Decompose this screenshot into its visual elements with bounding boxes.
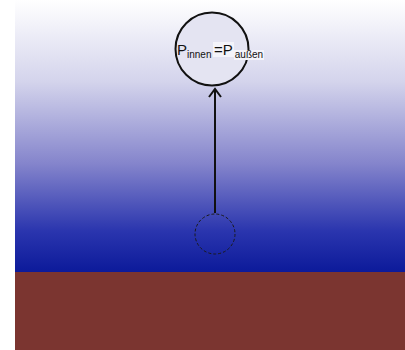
pressure-subscript: außen [234,50,264,60]
pressure-symbol: P [177,42,187,57]
rise-arrowhead [209,89,221,97]
start-bubble [195,214,235,254]
ground [15,272,405,350]
pressure-subscript: innen [187,50,211,60]
bubble-shape [176,13,249,86]
bubble-circle: Pinnen [174,11,250,87]
water-body [15,0,405,272]
pressure-symbol: =P [213,42,234,57]
rise-arrow [214,89,216,213]
